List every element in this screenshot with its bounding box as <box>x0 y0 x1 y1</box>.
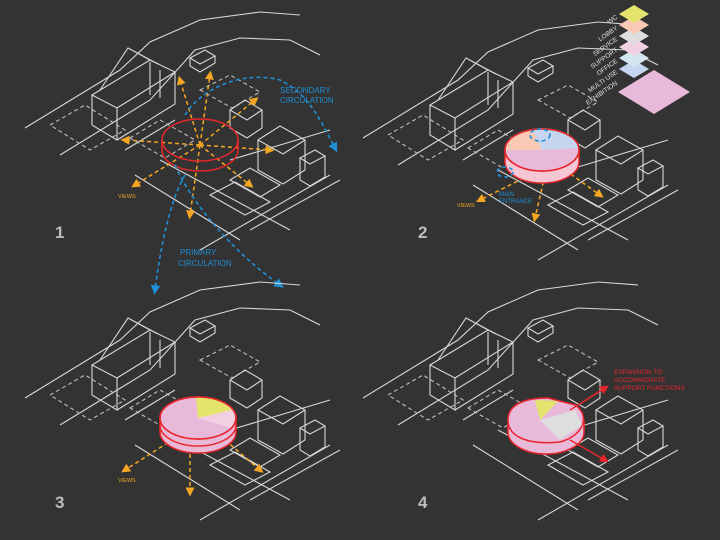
view-arrows <box>120 70 275 220</box>
legend-swatch-support <box>619 38 649 56</box>
views-label: VIEWS <box>118 478 136 484</box>
primary-circulation-path <box>150 174 186 295</box>
panel-number: 1 <box>55 223 64 242</box>
legend-swatch-lobby <box>619 16 649 34</box>
panel-number: 2 <box>418 223 427 242</box>
legend-swatch-office <box>619 49 649 67</box>
secondary-circulation-path <box>184 76 338 153</box>
legend-swatch-service <box>619 27 649 45</box>
building-program <box>159 396 237 454</box>
views-label: VIEWS <box>118 194 136 200</box>
panel-number: 4 <box>418 493 428 512</box>
legend-swatch-multi-use <box>619 60 649 78</box>
panel-3: VIEWS 3 <box>24 281 341 521</box>
building-footprint <box>161 118 239 172</box>
views-label: VIEWS <box>457 203 475 209</box>
legend-swatch-wc <box>619 5 649 23</box>
legend-swatch-exhibition <box>618 70 690 114</box>
building-program <box>507 397 585 455</box>
legend-label: WC <box>606 14 619 26</box>
building-program <box>504 128 580 184</box>
panel-number: 3 <box>55 493 64 512</box>
